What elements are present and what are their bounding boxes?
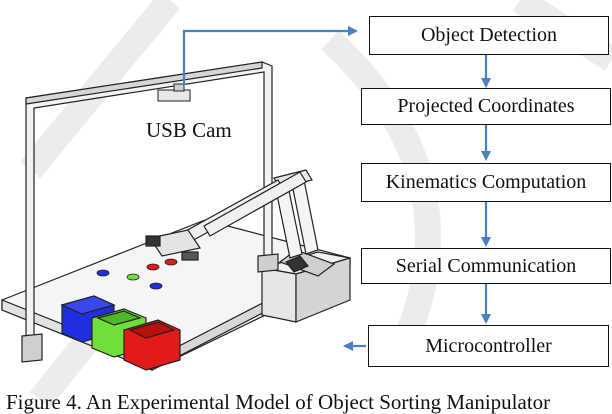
projected-coordinates-box: Projected Coordinates: [361, 88, 611, 125]
camera-frame: [21, 61, 279, 363]
camera-to-detection-arrow: [182, 26, 358, 85]
usb-camera: [157, 83, 191, 102]
microcontroller-box: Microcontroller: [368, 325, 609, 367]
manipulator-arm: [145, 169, 336, 277]
objects: [96, 258, 178, 290]
serial-communication-box: Serial Communication: [361, 248, 611, 284]
kinematics-computation-box: Kinematics Computation: [361, 163, 611, 202]
camera-label: USB Cam: [146, 118, 232, 142]
object-detection-box: Object Detection: [369, 16, 609, 55]
sorting-bins: [60, 295, 181, 371]
flow-arrows: [182, 26, 491, 351]
figure-caption: Figure 4. An Experimental Model of Objec…: [6, 390, 551, 414]
